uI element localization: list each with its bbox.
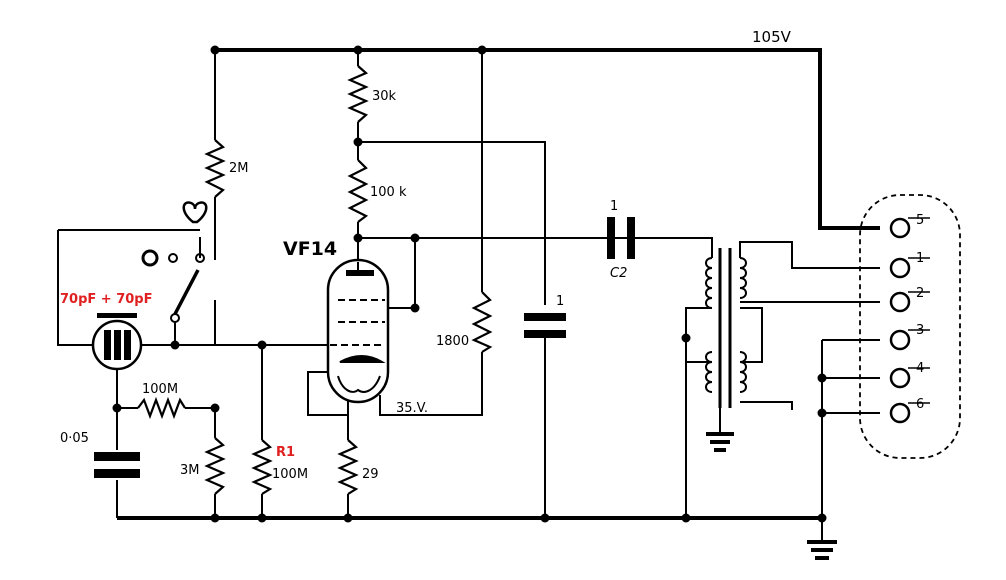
resistor-R1: [251, 439, 273, 495]
resistor-29: [337, 439, 359, 495]
resistor-100M-series-label: 100M: [142, 382, 178, 397]
capacitor-decouple-label: 1: [556, 294, 564, 309]
resistor-100M-series: [137, 396, 186, 420]
valve-vf14: [326, 258, 390, 404]
capacitor-c2-value: 1: [610, 199, 618, 214]
cardioid-icon: [182, 201, 208, 224]
resistor-100k-label: 100 k: [370, 185, 407, 200]
connector-pin-label: 5: [916, 213, 924, 228]
condenser-capsule: [91, 313, 143, 371]
resistor-2M: [204, 139, 226, 198]
resistor-symbols: [137, 65, 493, 495]
capacitor-decouple: [524, 313, 566, 338]
wiring: [57, 48, 880, 540]
connector-pin: [889, 217, 911, 239]
mic-capacitance-annotation: 70pF + 70pF: [60, 292, 153, 307]
connector-pin: [889, 402, 911, 424]
supply-voltage-label: 105V: [752, 28, 792, 46]
connector-pin-label: 4: [916, 361, 924, 376]
resistor-3M: [204, 437, 226, 495]
resistor-30k-label: 30k: [372, 89, 397, 104]
ground-symbol-chassis: [807, 540, 837, 560]
resistor-100k: [347, 159, 369, 223]
resistor-R1-value: 100M: [272, 467, 308, 482]
connector-pin-label: 3: [916, 323, 924, 338]
cathode: [339, 355, 386, 363]
connector-pin-label: 1: [916, 251, 924, 266]
connector-pin: [889, 291, 911, 313]
screen-voltage-label: 35.V.: [396, 401, 428, 416]
heater: [337, 375, 381, 393]
resistor-29-label: 29: [362, 467, 379, 482]
connector-pin-label: 6: [916, 397, 924, 412]
valve-type-label: VF14: [283, 238, 337, 260]
connector-pin: [889, 329, 911, 351]
pattern-switch: [141, 201, 208, 323]
resistor-1800: [471, 291, 493, 353]
connector-pin-label: 2: [916, 286, 924, 301]
labels: 105V VF14 35.V. 30k 100 k 2M 1800 100M 3…: [60, 28, 924, 482]
connector-pin: [889, 257, 911, 279]
anode: [346, 270, 374, 276]
resistor-2M-label: 2M: [229, 161, 249, 176]
capacitor-c2: [607, 217, 635, 259]
connector-pin: [889, 367, 911, 389]
capacitor-005: [94, 452, 140, 478]
capacitor-005-label: 0·05: [60, 431, 89, 446]
resistor-3M-label: 3M: [180, 463, 200, 478]
ground-symbol-transformer: [706, 432, 734, 452]
output-connector: [859, 194, 961, 459]
resistor-R1-name: R1: [276, 445, 295, 460]
output-transformer: [705, 248, 747, 408]
resistor-1800-label: 1800: [436, 334, 469, 349]
junction-dots: [112, 45, 827, 523]
resistor-30k: [347, 65, 369, 123]
capacitor-c2-name: C2: [610, 266, 627, 281]
